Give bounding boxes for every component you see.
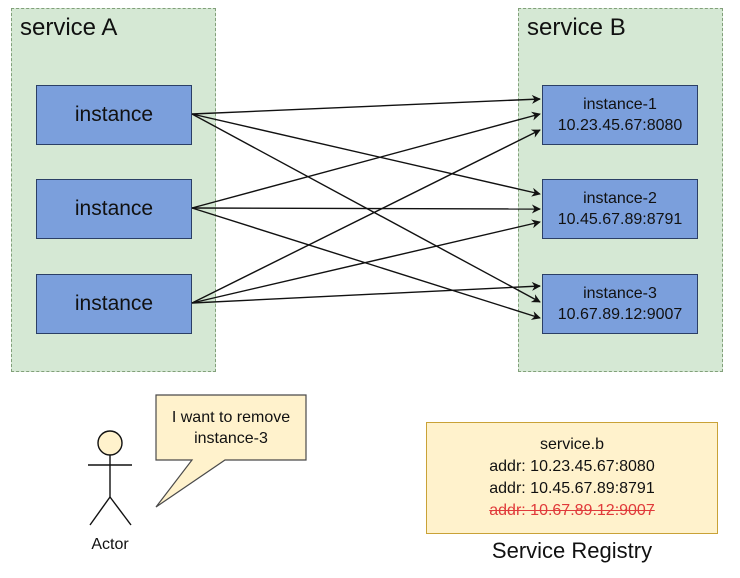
service-a-instance-2-label: instance bbox=[74, 197, 154, 220]
connection-arrow bbox=[191, 281, 541, 304]
service-b-instance-1-name: instance-1 bbox=[583, 96, 657, 113]
service-a-instance-1[interactable]: instance bbox=[36, 85, 192, 145]
registry-service-name: service.b bbox=[539, 436, 605, 453]
speech-line-2: instance-3 bbox=[194, 430, 268, 447]
actor-icon bbox=[88, 430, 132, 526]
service-a-title: service A bbox=[20, 14, 118, 41]
speech-bubble-text: I want to remove instance-3 bbox=[158, 397, 304, 459]
registry-entry-1: addr: 10.23.45.67:8080 bbox=[489, 458, 655, 475]
service-b-instance-2-name: instance-2 bbox=[583, 190, 657, 207]
service-a-instance-1-label: instance bbox=[74, 103, 154, 126]
connection-arrow bbox=[191, 113, 541, 197]
speech-line-1: I want to remove bbox=[171, 409, 291, 426]
service-registry-title: Service Registry bbox=[491, 538, 653, 563]
actor-label: Actor bbox=[91, 536, 129, 553]
service-b-instance-3-addr: 10.67.89.12:9007 bbox=[557, 306, 683, 323]
service-b-title: service B bbox=[527, 14, 626, 41]
connection-arrow bbox=[191, 219, 541, 304]
service-b-instance-2-addr: 10.45.67.89:8791 bbox=[557, 211, 683, 228]
connection-arrow bbox=[191, 129, 541, 304]
service-a-instance-3[interactable]: instance bbox=[36, 274, 192, 334]
speech-bubble bbox=[155, 394, 307, 508]
service-b-instance-1-addr: 10.23.45.67:8080 bbox=[557, 117, 683, 134]
service-a-instance-3-label: instance bbox=[74, 292, 154, 315]
connection-arrow bbox=[191, 204, 541, 214]
service-b-instance-3[interactable]: instance-3 10.67.89.12:9007 bbox=[542, 274, 698, 334]
service-b-instance-3-name: instance-3 bbox=[583, 285, 657, 302]
registry-entry-2: addr: 10.45.67.89:8791 bbox=[489, 480, 655, 497]
connection-arrow bbox=[191, 94, 541, 115]
service-b-instance-2[interactable]: instance-2 10.45.67.89:8791 bbox=[542, 179, 698, 239]
service-registry-box[interactable]: service.b addr: 10.23.45.67:8080 addr: 1… bbox=[426, 422, 718, 534]
service-b-instance-1[interactable]: instance-1 10.23.45.67:8080 bbox=[542, 85, 698, 145]
service-a-instance-2[interactable]: instance bbox=[36, 179, 192, 239]
connection-arrow bbox=[191, 111, 541, 209]
registry-entry-3-removed: addr: 10.67.89.12:9007 bbox=[489, 502, 655, 519]
